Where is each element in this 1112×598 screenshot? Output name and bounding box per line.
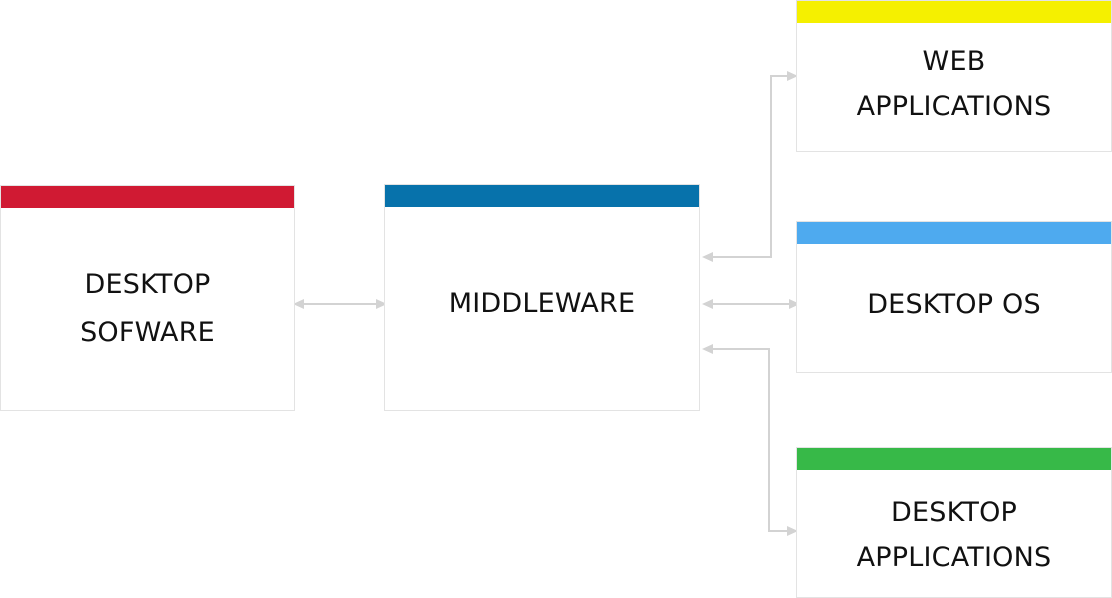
arrowhead-left-icon <box>702 344 713 354</box>
arrowhead-left-icon <box>702 299 713 309</box>
connector-middleware-web <box>712 75 788 258</box>
node-label-line: APPLICATIONS <box>856 542 1052 573</box>
node-label-line: DESKTOP OS <box>867 289 1041 320</box>
node-label: DESKTOP APPLICATIONS <box>797 490 1111 580</box>
arrowhead-right-icon <box>376 299 387 309</box>
arrowhead-right-icon <box>787 526 798 536</box>
node-label-line: APPLICATIONS <box>856 91 1052 122</box>
node-label-line: MIDDLEWARE <box>448 288 636 319</box>
node-color-bar <box>1 186 294 208</box>
node-label-line: DESKTOP <box>84 269 211 300</box>
node-color-bar <box>797 448 1111 470</box>
node-label: MIDDLEWARE <box>385 285 699 323</box>
node-desktop-applications: DESKTOP APPLICATIONS <box>796 447 1112 598</box>
node-label: DESKTOP OS <box>797 286 1111 324</box>
arrowhead-right-icon <box>789 299 800 309</box>
node-label-line: DESKTOP <box>890 497 1018 528</box>
node-label: WEB APPLICATIONS <box>797 39 1111 129</box>
node-color-bar <box>797 1 1111 23</box>
connector-middleware-apps <box>712 348 788 532</box>
node-middleware: MIDDLEWARE <box>384 184 700 411</box>
node-color-bar <box>797 222 1111 244</box>
node-desktop-os: DESKTOP OS <box>796 221 1112 373</box>
arrowhead-left-icon <box>293 299 304 309</box>
arrowhead-right-icon <box>787 71 798 81</box>
node-label-line: WEB <box>922 46 986 77</box>
node-label-line: SOFWARE <box>80 317 215 348</box>
node-desktop-software: DESKTOP SOFWARE <box>0 185 295 411</box>
node-label: DESKTOP SOFWARE <box>1 261 294 357</box>
node-web-applications: WEB APPLICATIONS <box>796 0 1112 152</box>
arrowhead-left-icon <box>702 252 713 262</box>
node-color-bar <box>385 185 699 207</box>
